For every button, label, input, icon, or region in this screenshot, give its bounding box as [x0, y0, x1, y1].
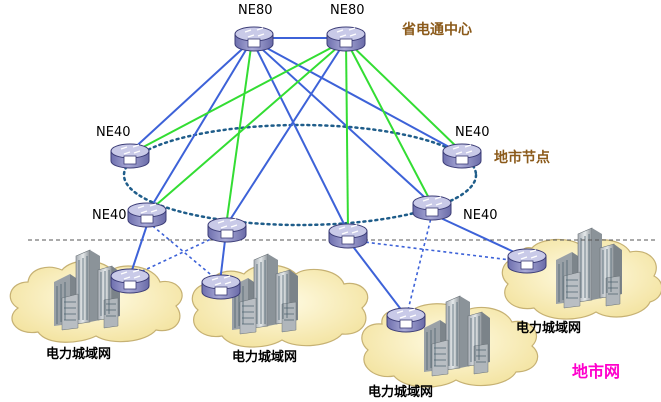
router-icon — [326, 26, 366, 52]
router-icon — [234, 26, 274, 52]
city-node-ring — [122, 123, 478, 227]
city-node-label: 地市节点 — [494, 149, 550, 166]
metro-network-label-2: 电力城域网 — [232, 349, 297, 365]
ne40-label-mid-right: NE40 — [463, 208, 497, 223]
access-links — [131, 213, 528, 319]
metro-network-label-1: 电力城域网 — [46, 346, 111, 362]
router-icon — [110, 143, 150, 169]
city-network-label: 地市网 — [572, 362, 620, 381]
ne40-label-top-left: NE40 — [96, 125, 130, 140]
router-icon — [412, 195, 452, 221]
ne80-label-left: NE80 — [238, 3, 272, 18]
router-icon — [442, 143, 482, 169]
metro-network-label-3: 电力城域网 — [368, 384, 433, 400]
buildings-icon — [53, 249, 121, 331]
router-icon — [110, 268, 150, 294]
metro-network-label-4: 电力城域网 — [516, 320, 581, 336]
ne80-label-right: NE80 — [330, 3, 364, 18]
router-icon — [386, 307, 426, 333]
router-icon — [207, 217, 247, 243]
blue-links — [129, 39, 528, 317]
router-icon — [127, 202, 167, 228]
green-links — [129, 39, 463, 231]
router-icon — [201, 274, 241, 300]
router-icon — [328, 223, 368, 249]
ne40-label-top-right: NE40 — [455, 125, 489, 140]
ne40-label-mid-left: NE40 — [92, 208, 126, 223]
router-icon — [507, 248, 547, 274]
provincial-center-label: 省电通中心 — [401, 21, 472, 38]
buildings-icon — [231, 253, 299, 335]
